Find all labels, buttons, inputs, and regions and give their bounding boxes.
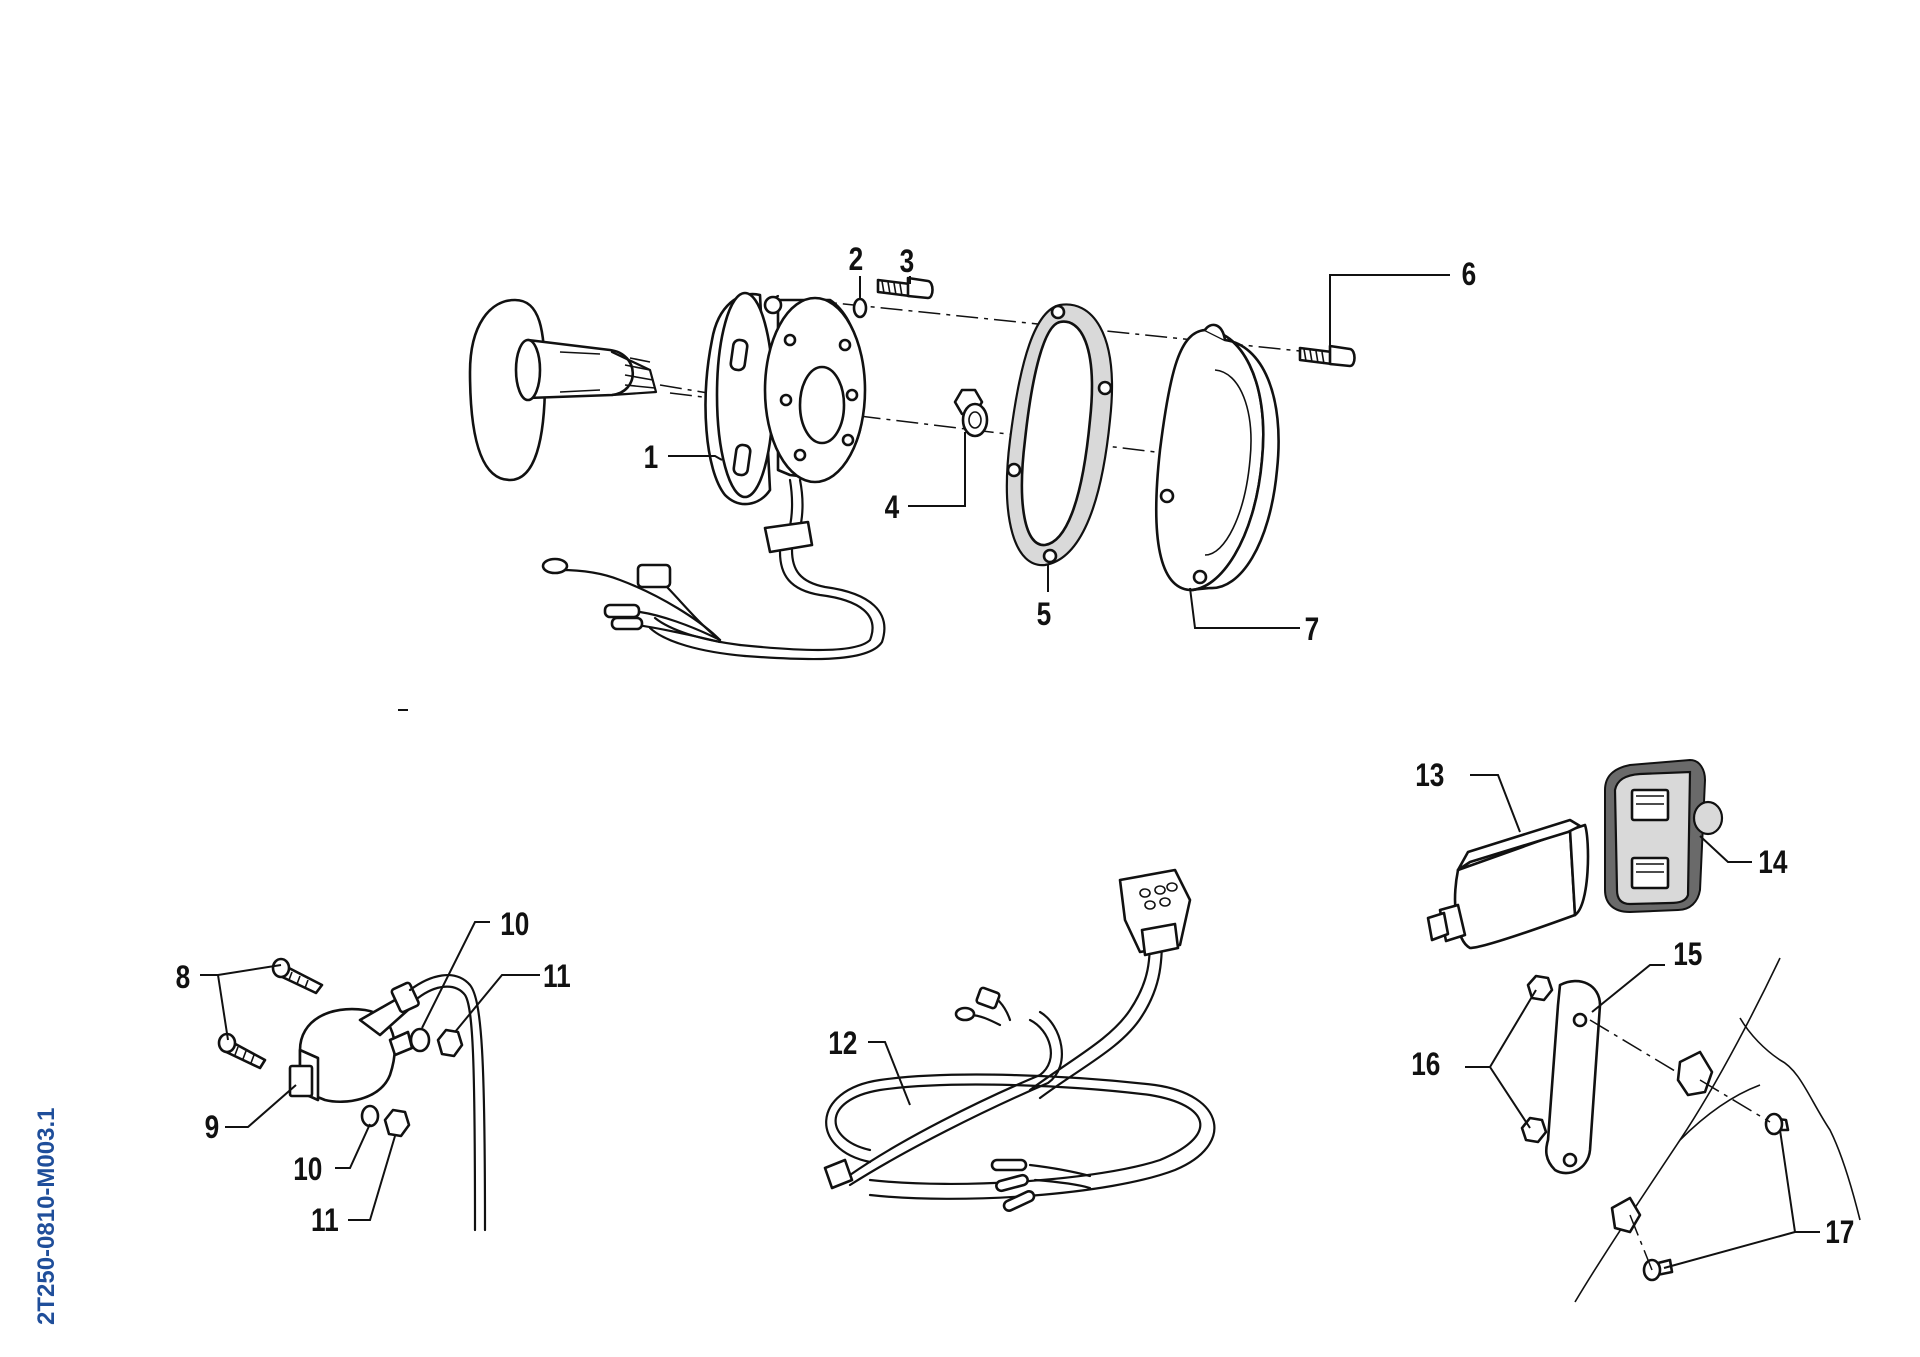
nut-4 bbox=[953, 388, 989, 438]
leader-6 bbox=[1329, 274, 1450, 345]
leader-15 bbox=[1591, 964, 1665, 1013]
nut-11a bbox=[436, 1028, 464, 1058]
label-part-7: 7 bbox=[1305, 613, 1320, 648]
label-part-12: 12 bbox=[828, 1027, 857, 1062]
bolt-3 bbox=[876, 276, 934, 300]
ignition-coil-assembly bbox=[200, 921, 540, 1232]
label-part-16: 16 bbox=[1411, 1048, 1440, 1083]
drawing-code: 2T250-0810-M003.1 bbox=[33, 1108, 60, 1325]
ignition-coil-9 bbox=[288, 974, 487, 1232]
leader-11a bbox=[454, 974, 540, 1033]
part-labels: 1 2 3 4 5 6 7 8 9 10 11 10 11 12 13 14 1… bbox=[176, 243, 1855, 1251]
leader-17 bbox=[1663, 1129, 1820, 1269]
leader-16 bbox=[1465, 989, 1537, 1129]
wiring-harness-12 bbox=[823, 868, 1216, 1212]
cdi-unit-14 bbox=[1604, 758, 1752, 914]
bracket-plate-15 bbox=[1544, 979, 1602, 1175]
harness-terminals bbox=[990, 1158, 1092, 1212]
label-part-14: 14 bbox=[1758, 846, 1788, 881]
label-part-9: 9 bbox=[205, 1111, 220, 1146]
cdi-unit-13 bbox=[1426, 774, 1590, 950]
leader-4 bbox=[908, 432, 966, 507]
leader-1 bbox=[668, 455, 723, 461]
screws-17 bbox=[1642, 1112, 1790, 1282]
leader-13 bbox=[1470, 774, 1521, 833]
gasket-5 bbox=[1005, 303, 1114, 567]
label-part-17: 17 bbox=[1825, 1216, 1854, 1251]
harness-end-plug bbox=[823, 1158, 854, 1190]
leader-8 bbox=[200, 964, 282, 1041]
leader-11b bbox=[348, 1135, 396, 1221]
leader-10b bbox=[335, 1123, 371, 1169]
washer-10b bbox=[360, 1104, 380, 1128]
clip-nut-lower bbox=[1610, 1196, 1642, 1234]
leader-12 bbox=[868, 1041, 911, 1106]
label-part-5: 5 bbox=[1037, 598, 1052, 633]
label-part-4: 4 bbox=[885, 491, 900, 526]
leader-10a bbox=[421, 921, 490, 1029]
bolt-6 bbox=[1298, 344, 1356, 368]
washer-10a bbox=[409, 1027, 431, 1053]
washer-2 bbox=[852, 297, 868, 319]
label-part-6: 6 bbox=[1462, 258, 1477, 293]
label-part-10-lower: 10 bbox=[293, 1153, 322, 1188]
connector-multipin bbox=[1118, 868, 1192, 957]
flywheel-rotor bbox=[468, 298, 658, 482]
label-part-11-upper: 11 bbox=[543, 960, 571, 995]
clip-nut bbox=[1676, 1050, 1714, 1097]
label-part-2: 2 bbox=[849, 243, 864, 278]
bolts-8 bbox=[217, 957, 324, 1070]
label-part-15: 15 bbox=[1673, 938, 1702, 973]
label-part-3: 3 bbox=[900, 245, 915, 280]
label-part-10-upper: 10 bbox=[500, 908, 529, 943]
cover-7 bbox=[1155, 323, 1280, 592]
leader-7 bbox=[1189, 587, 1300, 629]
label-part-1: 1 bbox=[644, 441, 659, 476]
stator bbox=[541, 291, 886, 661]
bracket-assembly bbox=[1465, 957, 1861, 1303]
top-assembly bbox=[468, 274, 1450, 661]
label-part-11-lower: 11 bbox=[311, 1204, 339, 1239]
label-part-13: 13 bbox=[1415, 759, 1444, 794]
leader-14 bbox=[1699, 835, 1752, 863]
leader-9 bbox=[225, 1084, 297, 1128]
label-part-8: 8 bbox=[176, 961, 191, 996]
nuts-16 bbox=[1520, 974, 1554, 1144]
nut-11b bbox=[383, 1108, 411, 1138]
